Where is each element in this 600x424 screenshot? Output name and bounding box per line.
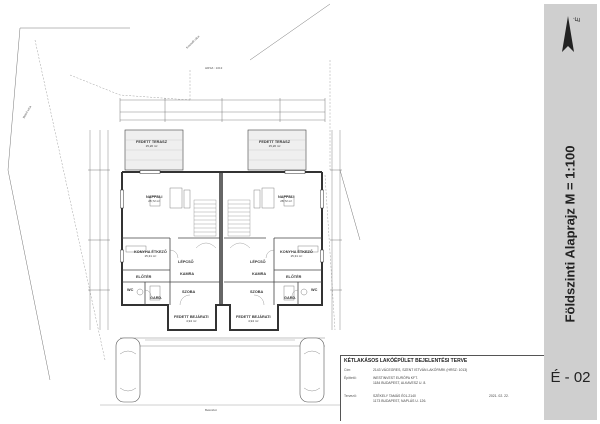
room-area: 28,72 m² — [148, 199, 161, 203]
room-label-boiler-left: GARD. — [150, 296, 163, 300]
sheet-number-box: É - 02 — [544, 355, 597, 420]
room-area: 15,31 m² — [144, 254, 157, 258]
drawing-title: Földszinti Alaprajz M = 1:100 — [562, 145, 578, 323]
room-label-room-right: SZOBA — [250, 290, 264, 294]
room-name: KONYHA ÉTKEZŐ — [280, 250, 313, 254]
room-area: 4,94 m² — [248, 319, 259, 323]
room-label-boiler-right: GARD. — [284, 296, 297, 300]
stairs — [193, 199, 251, 249]
room-name: FEDETT BEJÁRATI — [174, 315, 209, 319]
room-area: 15,20 m² — [268, 144, 281, 148]
car-details — [119, 350, 321, 392]
north-arrow-icon — [562, 16, 574, 52]
sheet-number: É - 02 — [550, 369, 591, 386]
room-label-hall-right: ELŐTÉR — [286, 275, 302, 279]
room-label-wc-left: WC — [127, 288, 134, 292]
setback-lines — [34, 39, 336, 361]
exterior-walls — [121, 171, 323, 331]
designer-name: SZÉKELY TAMÁS É01-2140 — [373, 394, 416, 398]
room-name: FEDETT BEJÁRATI — [236, 315, 271, 319]
dimension-ticks — [88, 98, 342, 291]
room-name: FEDETT TERASZ — [136, 140, 168, 144]
room-label-stair-right: LÉPCSŐ — [250, 260, 266, 264]
north-letter: É — [574, 17, 582, 22]
terrace-hatch — [125, 139, 306, 161]
parked-cars — [115, 337, 325, 403]
owner-name: WESTINVEST EURÓPA KFT. — [373, 376, 418, 380]
room-label-kamra-right: KAMRA — [252, 272, 267, 276]
drawing-date: 2021. 02. 22. — [489, 394, 509, 398]
title-block: KÉTLAKÁSOS LAKÓÉPÜLET BEJELENTÉSI TERVE … — [340, 355, 545, 421]
room-label-hall-left: ELŐTÉR — [136, 275, 152, 279]
room-label-kamra-left: KAMRA — [180, 272, 195, 276]
room-name: FEDETT TERASZ — [259, 140, 291, 144]
room-area: 28,72 m² — [280, 199, 293, 203]
address-value: 2143 VÁCEGRES, SZENT ISTVÁN LAKÓPARK (HR… — [373, 368, 468, 372]
plot-number-label: HRSZ.: 1013 — [205, 66, 223, 70]
windows — [120, 170, 324, 263]
sheet-side-panel: É Földszinti Alaprajz M = 1:100 — [544, 4, 597, 420]
room-name: NAPPALI — [146, 195, 163, 199]
designer-label: Tervező: — [344, 394, 357, 398]
owner-label: Építtető: — [344, 376, 357, 380]
interior-walls — [122, 237, 322, 305]
room-area: 4,94 m² — [186, 319, 197, 323]
dimension-lines — [89, 99, 341, 347]
room-area: 15,20 m² — [145, 144, 158, 148]
plot-boundary — [7, 3, 361, 381]
room-name: KONYHA ÉTKEZŐ — [134, 250, 167, 254]
room-label-room-left: SZOBA — [182, 290, 196, 294]
room-area: 15,31 m² — [290, 254, 303, 258]
floor-plan-drawing — [7, 3, 361, 406]
room-name: NAPPALI — [278, 195, 295, 199]
room-label-wc-right: WC — [311, 288, 318, 292]
street-label-bottom: Bekötőút — [205, 408, 217, 412]
room-label-stair-left: LÉPCSŐ — [178, 260, 194, 264]
furniture — [125, 187, 319, 301]
owner-address: 1184 BUDAPEST, ALKAVESZ U. 8. — [373, 381, 427, 385]
driveway — [100, 339, 340, 406]
project-title: KÉTLAKÁSOS LAKÓÉPÜLET BEJELENTÉSI TERVE — [344, 358, 468, 364]
designer-address: 1173 BUDAPEST, NAPLÁS U. 126. — [373, 399, 427, 403]
address-label: Cím: — [344, 368, 352, 372]
door-swings — [144, 249, 299, 306]
party-wall — [219, 172, 223, 305]
